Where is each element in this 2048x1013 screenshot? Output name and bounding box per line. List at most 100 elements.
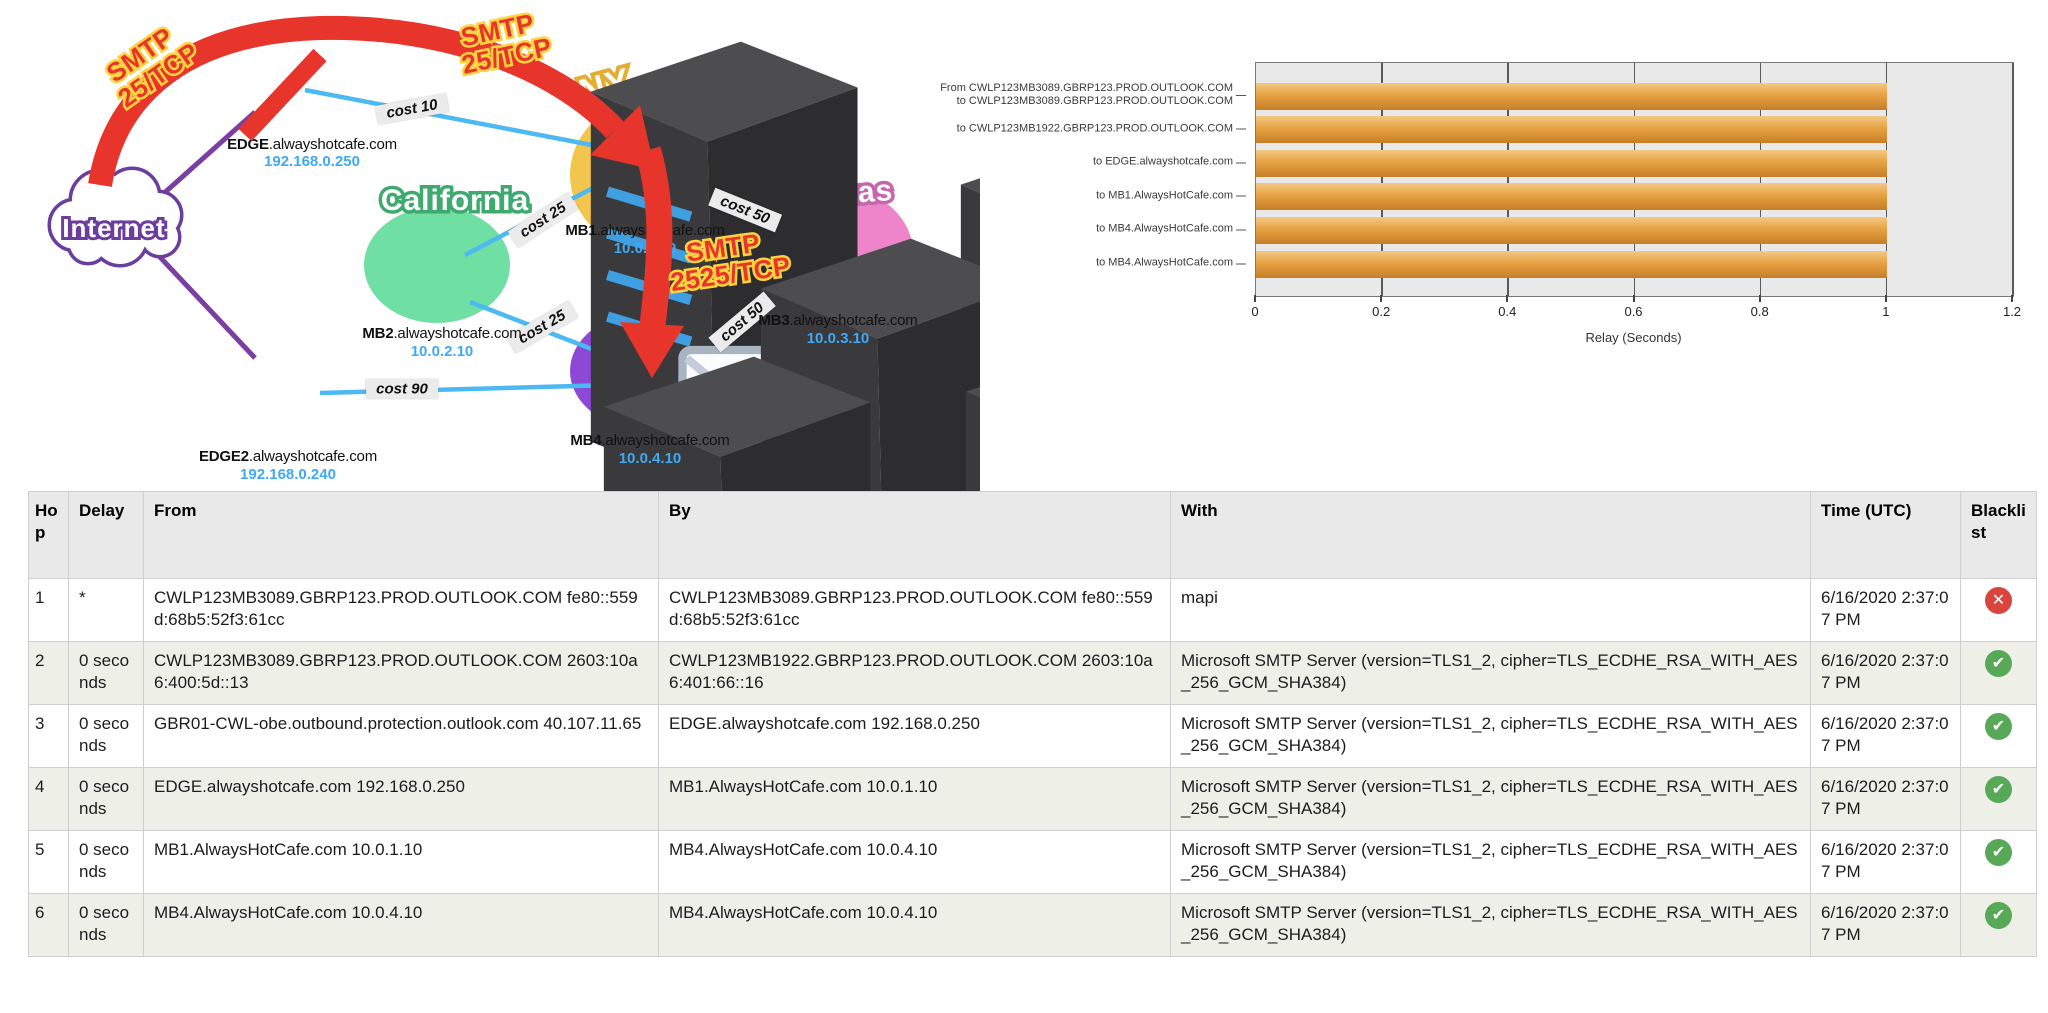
chart-category-label: to CWLP123MB1922.GBRP123.PROD.OUTLOOK.CO… [957,122,1246,135]
cell-from: GBR01-CWL-obe.outbound.protection.outloo… [143,704,659,768]
cell-with: Microsoft SMTP Server (version=TLS1_2, c… [1170,767,1811,831]
cell-hop: 5 [28,830,69,894]
x-tick-label: 0 [1251,304,1259,319]
internet-cloud: Internet [47,166,184,268]
cell-blacklist: ✔ [1960,641,2037,705]
cell-hop: 2 [28,641,69,705]
chart-x-axis-title: Relay (Seconds) [1585,330,1682,345]
cell-by: CWLP123MB1922.GBRP123.PROD.OUTLOOK.COM 2… [658,641,1171,705]
x-tick-label: 0.8 [1750,304,1769,319]
cell-delay: 0 seconds [68,641,144,705]
cell-delay: 0 seconds [68,704,144,768]
cell-delay: 0 seconds [68,767,144,831]
table-row: 1*CWLP123MB3089.GBRP123.PROD.OUTLOOK.COM… [28,578,2037,642]
cell-with: mapi [1170,578,1811,642]
chart-category-labels: From CWLP123MB3089.GBRP123.PROD.OUTLOOK.… [920,62,1247,295]
chart-plot-area [1255,62,2014,297]
cell-delay: 0 seconds [68,830,144,894]
column-header-delay: Delay [68,491,144,579]
server-ip-mb3: 10.0.3.10 [806,330,870,347]
cell-hop: 4 [28,767,69,831]
cell-time: 6/16/2020 2:37:07 PM [1810,641,1961,705]
region-circle-california [364,207,510,323]
relay-bar [1256,250,1887,278]
server-ip-mb1: 10.0.1.10 [613,240,677,257]
gridline [1381,63,1383,296]
cell-blacklist: ✕ [1960,578,2037,642]
gridline [1885,63,1888,296]
cell-from: MB4.AlwaysHotCafe.com 10.0.4.10 [143,893,659,957]
blacklist-pass-icon: ✔ [1985,839,2012,866]
blacklist-pass-icon: ✔ [1985,713,2012,740]
server-label-mb2: MB2.alwayshotcafe.com [362,325,522,342]
relay-bar [1256,216,1887,244]
cell-from: MB1.AlwaysHotCafe.com 10.0.1.10 [143,830,659,894]
cell-with: Microsoft SMTP Server (version=TLS1_2, c… [1170,830,1811,894]
relay-bar [1256,82,1887,110]
x-tick-label: 0.6 [1624,304,1643,319]
cell-from: CWLP123MB3089.GBRP123.PROD.OUTLOOK.COM f… [143,578,659,642]
column-header-time: Time (UTC) [1810,491,1961,579]
column-header-blacklist: Blacklist [1960,491,2037,579]
link-cost-label: cost 90 [366,379,438,399]
cell-time: 6/16/2020 2:37:07 PM [1810,767,1961,831]
server-label-mb1: MB1.alwayshotcafe.com [565,222,725,239]
server-label-mb4: MB4.alwayshotcafe.com [570,432,730,449]
chart-category-label: to MB4.AlwaysHotCafe.com [1096,223,1246,236]
cell-by: MB1.AlwaysHotCafe.com 10.0.1.10 [658,767,1171,831]
blacklist-fail-icon: ✕ [1985,587,2012,614]
cell-with: Microsoft SMTP Server (version=TLS1_2, c… [1170,641,1811,705]
x-tick-label: 1.2 [2002,304,2022,319]
column-header-by: By [658,491,1171,579]
network-topology-diagram: NY California Texas Miami [0,0,980,500]
server-ip-edge2: 192.168.0.240 [240,466,336,483]
diagram-base-layer: NY California Texas Miami [47,0,980,500]
cell-with: Microsoft SMTP Server (version=TLS1_2, c… [1170,893,1811,957]
cell-hop: 1 [28,578,69,642]
cell-time: 6/16/2020 2:37:07 PM [1810,704,1961,768]
cell-delay: 0 seconds [68,893,144,957]
cell-blacklist: ✔ [1960,830,2037,894]
cell-with: Microsoft SMTP Server (version=TLS1_2, c… [1170,704,1811,768]
gridline [2012,63,2014,296]
x-tick-label: 1 [1882,304,1890,319]
relay-bar [1256,116,1887,144]
column-header-from: From [143,491,659,579]
internet-label: Internet [62,213,165,243]
server-ip-edge: 192.168.0.250 [264,153,360,170]
table-header-row: Hop Delay From By With Time (UTC) Blackl… [28,491,2037,579]
gridline [1759,63,1762,296]
cell-blacklist: ✔ [1960,893,2037,957]
relay-time-bar-chart: From CWLP123MB3089.GBRP123.PROD.OUTLOOK.… [900,40,2048,360]
server-ip-mb2: 10.0.2.10 [410,343,474,360]
server-label-mb3: MB3.alwayshotcafe.com [758,312,918,329]
cell-blacklist: ✔ [1960,704,2037,768]
server-label-edge: EDGE.alwayshotcafe.com [227,136,397,153]
cell-hop: 3 [28,704,69,768]
cell-blacklist: ✔ [1960,767,2037,831]
server-label-edge2: EDGE2.alwayshotcafe.com [199,448,377,465]
x-tick-label: 0.2 [1372,304,1391,319]
cell-from: CWLP123MB3089.GBRP123.PROD.OUTLOOK.COM 2… [143,641,659,705]
cell-delay: * [68,578,144,642]
gridline [1507,63,1509,296]
cell-by: EDGE.alwayshotcafe.com 192.168.0.250 [658,704,1171,768]
chart-category-label: to MB1.AlwaysHotCafe.com [1096,189,1246,202]
cell-hop: 6 [28,893,69,957]
cell-time: 6/16/2020 2:37:07 PM [1810,893,1961,957]
blacklist-pass-icon: ✔ [1985,902,2012,929]
chart-category-label: to EDGE.alwayshotcafe.com [1093,156,1246,169]
message-hops-table: Hop Delay From By With Time (UTC) Blackl… [28,491,2037,957]
cell-by: MB4.AlwaysHotCafe.com 10.0.4.10 [658,830,1171,894]
cell-time: 6/16/2020 2:37:07 PM [1810,830,1961,894]
chart-category-label: From CWLP123MB3089.GBRP123.PROD.OUTLOOK.… [940,82,1246,108]
blacklist-pass-icon: ✔ [1985,650,2012,677]
gridline [1633,63,1635,296]
server-ip-mb4: 10.0.4.10 [618,450,682,467]
cell-by: MB4.AlwaysHotCafe.com 10.0.4.10 [658,893,1171,957]
